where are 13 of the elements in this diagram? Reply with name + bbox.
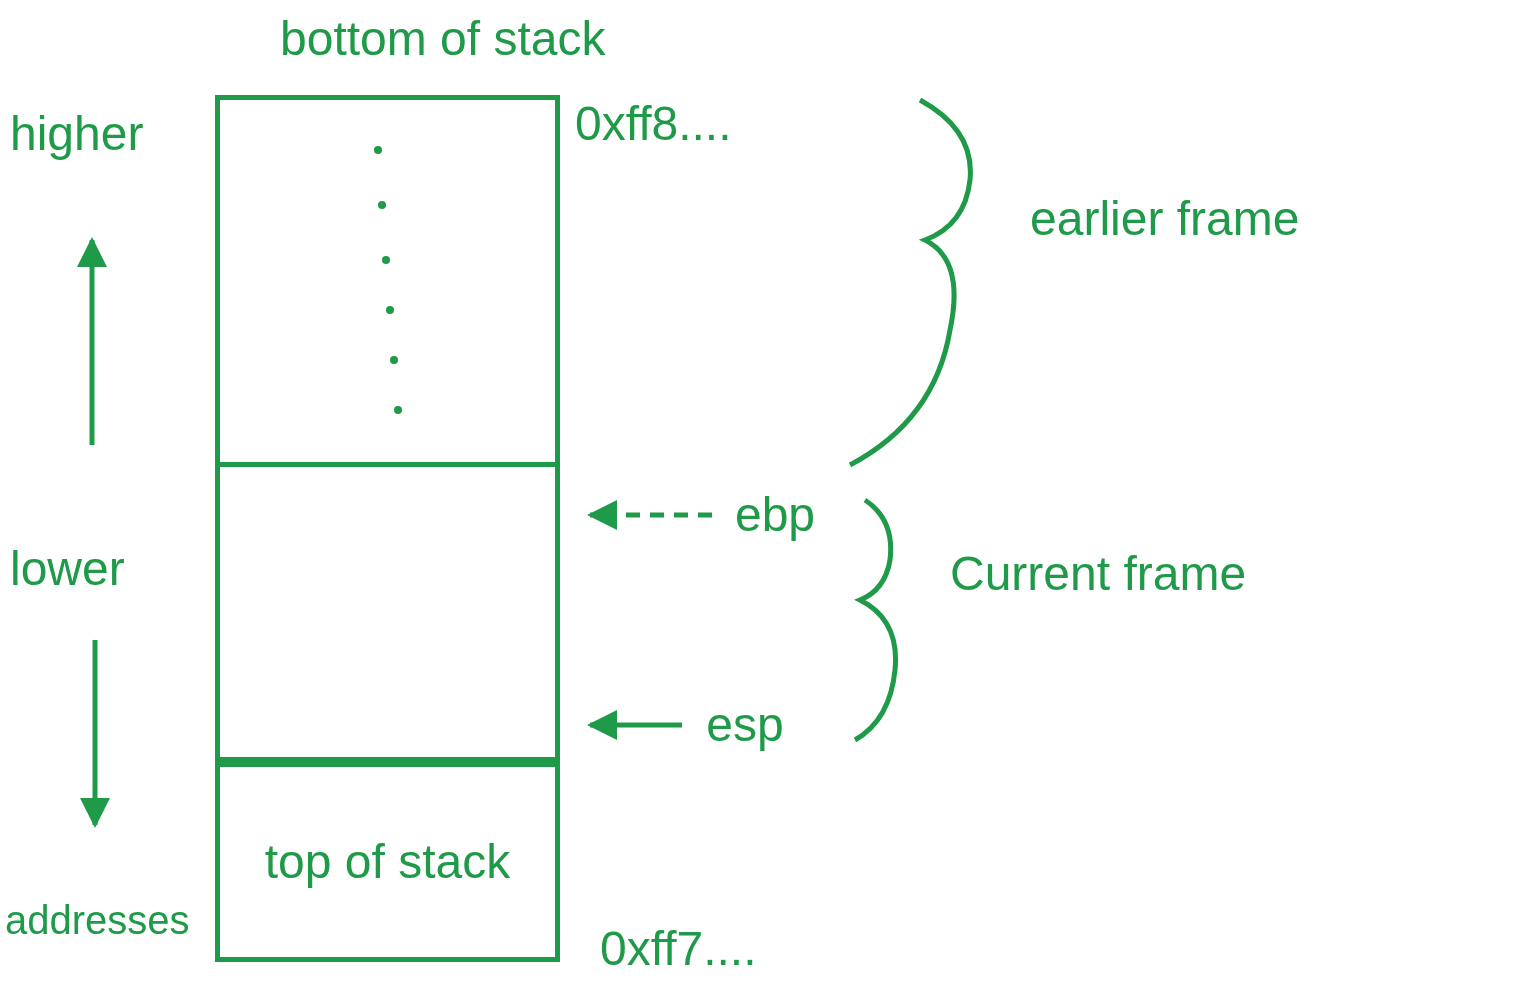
text-label: earlier frame: [1030, 195, 1300, 243]
text-label: Current frame: [950, 550, 1247, 598]
register-label: ebp: [720, 485, 830, 545]
text-label: lower: [10, 545, 125, 593]
stack-cell: top of stack: [215, 762, 560, 962]
text-label: bottom of stack: [280, 15, 606, 63]
text-label: addresses: [5, 900, 190, 940]
arrow: [587, 710, 682, 740]
text-label: higher: [10, 110, 144, 158]
register-label: esp: [690, 695, 800, 755]
text-label: 0xff7....: [600, 925, 757, 973]
text-label: 0xff8....: [575, 100, 732, 148]
arrow: [587, 500, 712, 530]
